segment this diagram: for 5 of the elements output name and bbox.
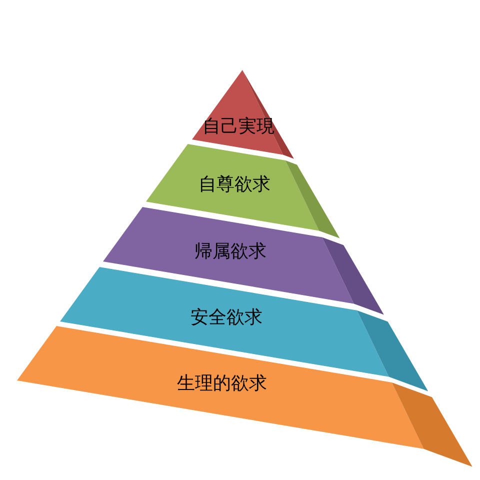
tier-label: 生理的欲求 (177, 374, 268, 394)
tier-label: 安全欲求 (190, 308, 262, 328)
tier-label: 自己実現 (202, 118, 275, 138)
tier-label: 帰属欲求 (194, 242, 266, 262)
tier-label: 自尊欲求 (198, 174, 271, 195)
